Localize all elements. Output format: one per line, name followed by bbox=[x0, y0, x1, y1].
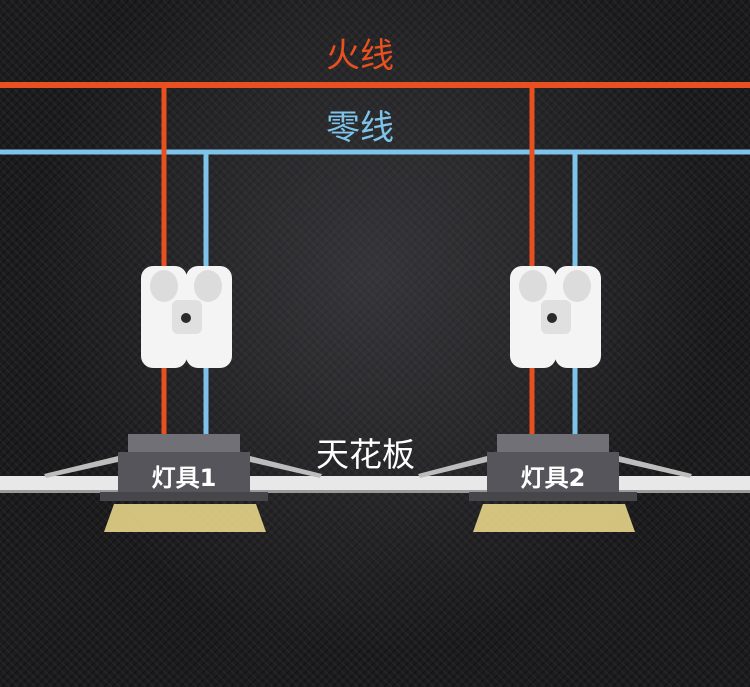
fixture-1 bbox=[44, 434, 322, 532]
fixture-1-label: 灯具1 bbox=[151, 464, 217, 492]
ceiling-label: 天花板 bbox=[316, 435, 415, 474]
fixture-2-label: 灯具2 bbox=[520, 464, 586, 492]
neutral-wire-label: 零线 bbox=[326, 108, 394, 148]
light-glow-1 bbox=[104, 504, 266, 532]
light-glow-2 bbox=[473, 504, 635, 532]
live-wire-label: 火线 bbox=[326, 36, 394, 76]
fixture-2 bbox=[418, 434, 692, 532]
wire-connector-2 bbox=[510, 266, 601, 368]
wire-connector-1 bbox=[141, 266, 232, 368]
ceiling-strip bbox=[0, 476, 750, 492]
